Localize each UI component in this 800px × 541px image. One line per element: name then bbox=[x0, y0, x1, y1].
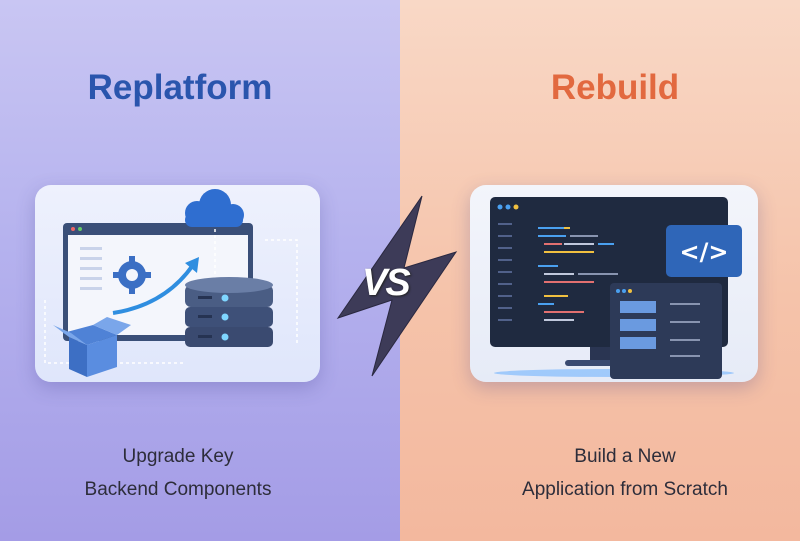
replatform-title: Replatform bbox=[87, 68, 273, 107]
code-tag-icon: </> bbox=[666, 225, 742, 277]
growth-arrow-icon bbox=[112, 263, 195, 315]
replatform-description: Upgrade Key Backend Components bbox=[0, 440, 358, 506]
rebuild-title: Rebuild bbox=[550, 68, 680, 107]
vs-label: VS bbox=[362, 262, 411, 304]
rebuild-illustration: </> bbox=[470, 185, 758, 382]
description-line: Application from Scratch bbox=[522, 479, 728, 500]
description-line: Backend Components bbox=[84, 479, 272, 500]
gear-icon bbox=[113, 256, 151, 294]
app-window-icon bbox=[610, 283, 722, 379]
open-box-icon bbox=[53, 317, 131, 377]
server-stack-icon bbox=[185, 277, 273, 347]
description-line: Upgrade Key bbox=[122, 446, 234, 467]
description-line: Build a New bbox=[574, 446, 676, 467]
replatform-illustration bbox=[35, 185, 320, 382]
rebuild-description: Build a New Application from Scratch bbox=[445, 440, 800, 506]
cloud-icon bbox=[185, 189, 244, 227]
svg-text:</>: </> bbox=[680, 238, 729, 266]
